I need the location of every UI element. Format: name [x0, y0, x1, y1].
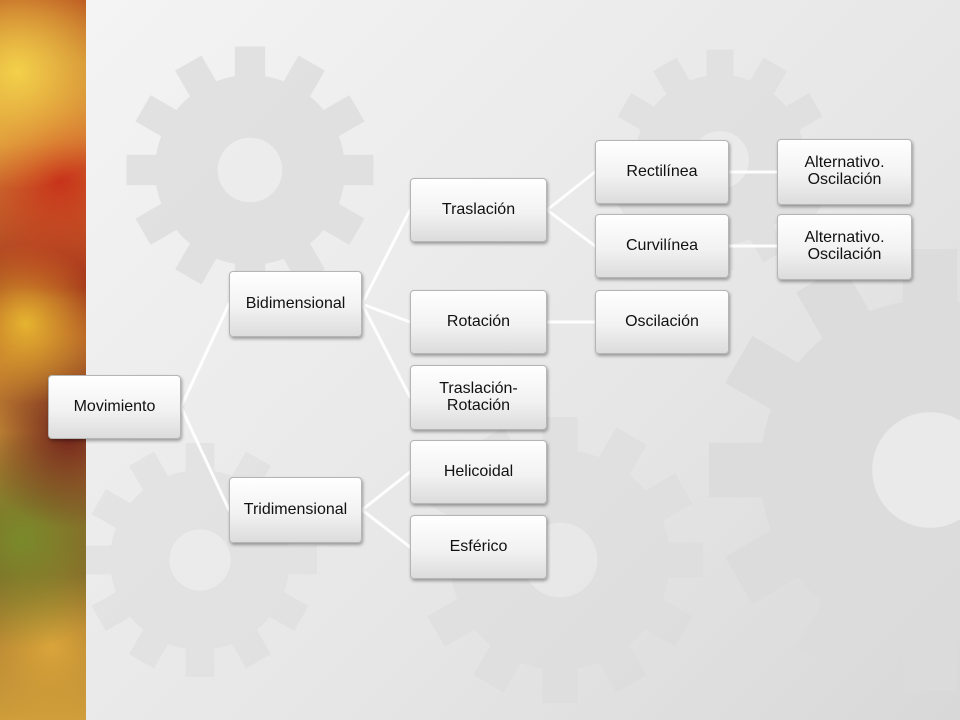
connector-line — [360, 470, 412, 512]
connector-line — [179, 302, 231, 409]
node-traslacion-rotacion: Traslación- Rotación — [410, 365, 547, 430]
connector-line — [360, 302, 412, 399]
node-esferico: Esférico — [410, 515, 547, 579]
node-movimiento: Movimiento — [48, 375, 181, 439]
node-traslacion: Traslación — [410, 178, 547, 242]
node-oscilacion: Oscilación — [595, 290, 729, 354]
connector-line — [545, 170, 597, 212]
node-alternativo-oscilacion-1: Alternativo. Oscilación — [777, 139, 912, 205]
node-curvilinea: Curvilínea — [595, 214, 729, 278]
connector-line — [360, 302, 412, 324]
node-tridimensional: Tridimensional — [229, 477, 362, 543]
node-bidimensional: Bidimensional — [229, 271, 362, 337]
node-alternativo-oscilacion-2: Alternativo. Oscilación — [777, 214, 912, 280]
node-helicoidal: Helicoidal — [410, 440, 547, 504]
connector-line — [360, 508, 412, 549]
decorative-side-strip — [0, 0, 86, 720]
connector-line — [360, 208, 412, 306]
connector-line — [545, 208, 597, 248]
connector-line — [179, 405, 231, 512]
node-rotacion: Rotación — [410, 290, 547, 354]
node-rectilinea: Rectilínea — [595, 140, 729, 204]
